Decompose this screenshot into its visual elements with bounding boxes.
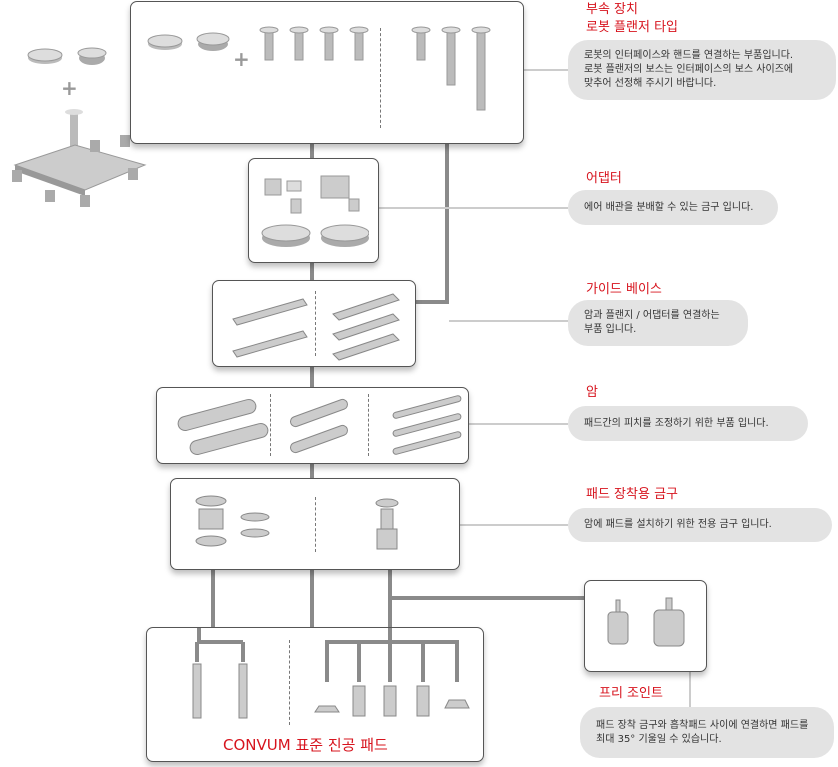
free-joint-parts-illustration <box>607 597 685 647</box>
flange-parts-illustration: + <box>147 26 491 111</box>
adapter-parts-illustration <box>261 175 369 247</box>
guide-base-box <box>212 280 416 367</box>
connector <box>388 596 584 600</box>
description-bubble: 패드 장착 금구와 흡착패드 사이에 연결하면 패드를 최대 35° 기울일 수… <box>580 707 834 758</box>
convum-pads-title: CONVUM 표준 진공 패드 <box>223 736 388 754</box>
leader-line <box>468 423 568 425</box>
divider <box>270 394 271 456</box>
guide-base-parts-illustration <box>232 293 400 361</box>
pad-fitting-box <box>170 478 460 570</box>
robot-flange-box: + <box>130 1 524 144</box>
leader-line <box>689 671 691 707</box>
description-bubble: 에어 배관을 분배할 수 있는 금구 입니다. <box>568 190 778 225</box>
description-bubble: 암과 플랜지 / 어댑터를 연결하는 부품 입니다. <box>568 300 748 346</box>
section-title-guide-base: 가이드 베이스 <box>586 282 662 297</box>
leader-line <box>378 207 568 209</box>
free-joint-box <box>584 580 707 672</box>
vacuum-pads-illustration <box>192 628 470 719</box>
arm-box <box>156 387 469 464</box>
section-title-free-joint: 프리 조인트 <box>599 686 663 701</box>
section-title-arm: 암 <box>586 385 598 400</box>
adapter-box <box>248 158 379 263</box>
description-bubble: 패드간의 피치를 조정하기 위한 부품 입니다. <box>568 406 808 441</box>
divider <box>289 640 290 725</box>
connector <box>211 569 215 629</box>
connector <box>415 300 449 304</box>
leader-line <box>459 524 568 526</box>
pad-fitting-parts-illustration <box>195 495 399 550</box>
divider <box>368 394 369 456</box>
connector <box>310 143 314 628</box>
divider <box>380 28 381 128</box>
plus-sign: + <box>61 76 78 100</box>
convum-pads-box: CONVUM 표준 진공 패드 <box>146 627 484 762</box>
robot-hand-assembly-illustration: + <box>12 47 147 207</box>
leader-line <box>449 320 568 322</box>
section-title-adapter: 어댑터 <box>586 171 622 186</box>
arm-parts-illustration <box>177 395 462 456</box>
description-bubble: 로봇의 인터페이스와 핸드를 연결하는 부품입니다. 로봇 플랜저의 보스는 인… <box>568 40 836 100</box>
leader-line <box>523 69 568 71</box>
section-title-pad-fitting: 패드 장착용 금구 <box>586 487 678 502</box>
divider <box>315 497 316 552</box>
description-bubble: 암에 패드를 설치하기 위한 전용 금구 입니다. <box>568 508 832 542</box>
svg-text:+: + <box>233 47 250 71</box>
divider <box>315 291 316 356</box>
connector <box>445 143 449 304</box>
